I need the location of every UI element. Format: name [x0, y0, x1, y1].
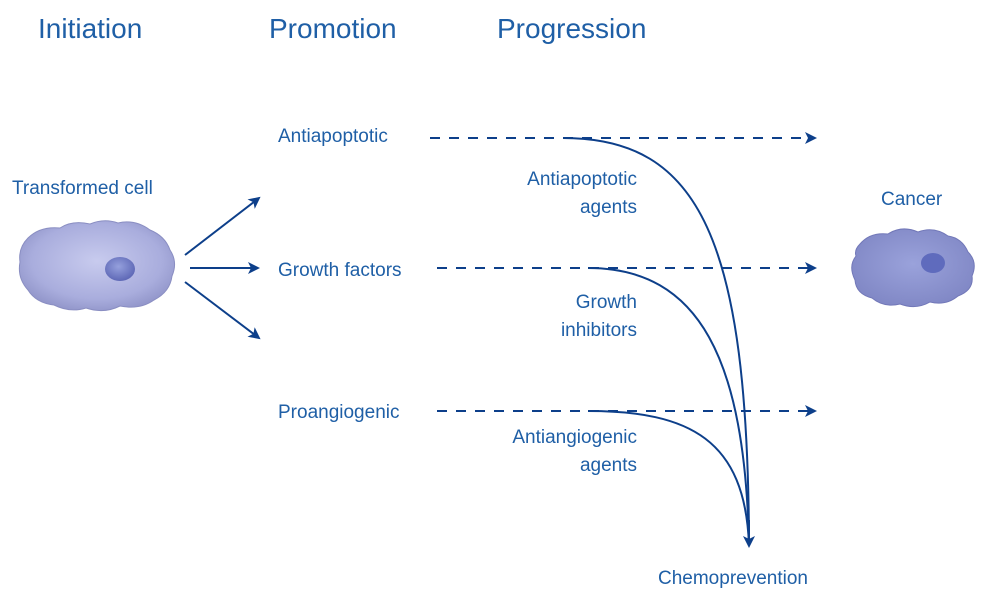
- antiapoptotic-agents-label-line1: Antiapoptotic: [527, 169, 637, 190]
- cancer-cell-nucleus-icon: [921, 253, 945, 273]
- arrow-to-antiapoptotic: [184, 196, 261, 256]
- transformed-cell-icon: [18, 220, 176, 312]
- antiapoptotic-agents-label-line2: agents: [580, 197, 637, 218]
- growth-inhibitors-label-line2: inhibitors: [561, 320, 637, 341]
- chemoprevention-label: Chemoprevention: [658, 568, 808, 589]
- curve-growth-inhibitors: [587, 267, 750, 546]
- curve-antiapoptotic-agents: [562, 137, 750, 546]
- curve-antiangiogenic-agents: [587, 410, 750, 546]
- cancer-label: Cancer: [881, 189, 943, 210]
- arrow-to-proangiogenic: [184, 281, 261, 340]
- antiangiogenic-agents-label-line2: agents: [580, 455, 637, 476]
- growth-inhibitors-label-line1: Growth: [576, 292, 637, 313]
- cancer-cell-icon: [851, 228, 975, 308]
- proangiogenic-label: Proangiogenic: [278, 402, 399, 423]
- antiangiogenic-agents-label-line1: Antiangiogenic: [512, 427, 637, 448]
- transformed-cell-nucleus-icon: [105, 257, 135, 281]
- stage-initiation: Initiation: [38, 13, 142, 44]
- stage-progression: Progression: [497, 13, 646, 44]
- stage-promotion: Promotion: [269, 13, 397, 44]
- transformed-cell-label: Transformed cell: [12, 178, 153, 199]
- growth-factors-label: Growth factors: [278, 260, 402, 281]
- antiapoptotic-label: Antiapoptotic: [278, 126, 388, 147]
